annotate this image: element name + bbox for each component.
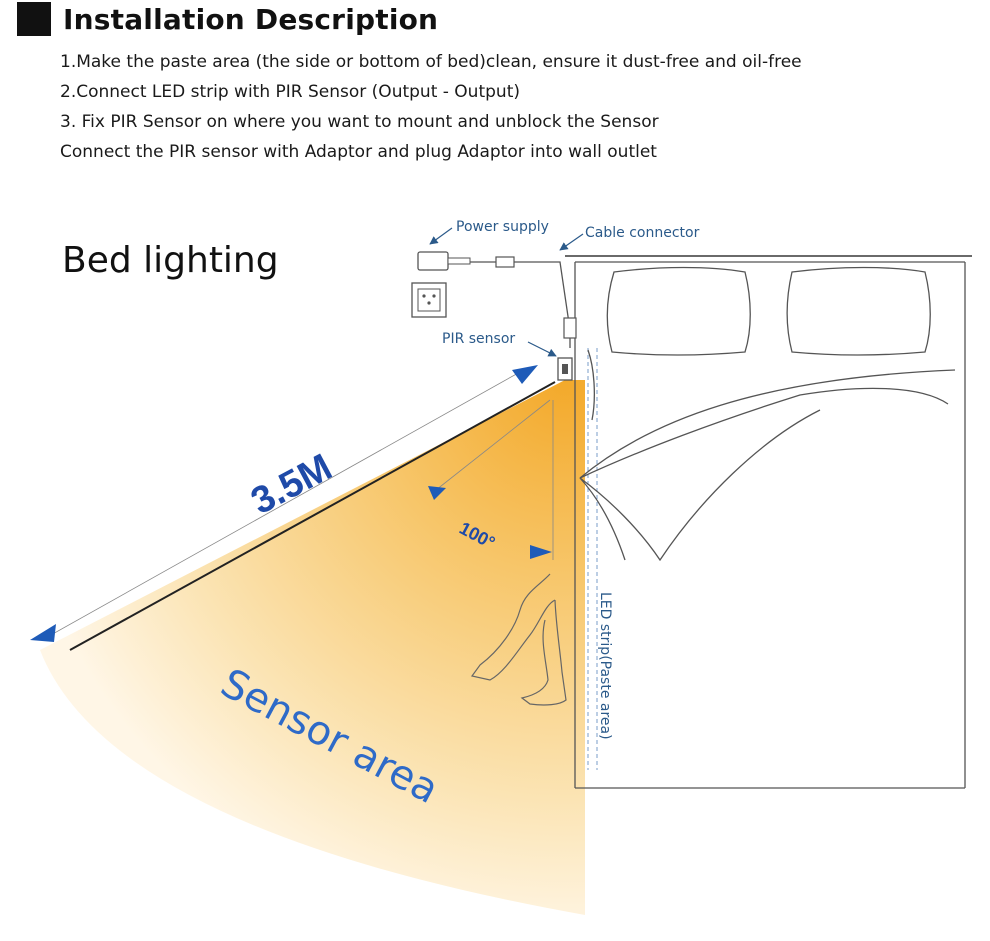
distance-arrow-bottom — [30, 624, 56, 642]
sensor-beam — [40, 380, 585, 915]
pir-sensor-pointer — [527, 341, 557, 357]
step-4: Connect the PIR sensor with Adaptor and … — [60, 142, 657, 162]
power-supply-icon — [417, 251, 471, 271]
pir-sensor-label: PIR sensor — [442, 331, 515, 347]
page-title: Installation Description — [63, 2, 439, 36]
distance-guide — [41, 371, 521, 641]
distance-line — [69, 381, 556, 651]
pir-sensor-icon — [557, 357, 573, 381]
header: Installation Description — [17, 0, 438, 38]
diagram-title: Bed lighting — [62, 240, 279, 281]
power-supply-label: Power supply — [456, 219, 549, 235]
step-3: 3. Fix PIR Sensor on where you want to m… — [60, 112, 659, 132]
cable-connector-pointer — [559, 233, 584, 251]
bed-icon — [565, 255, 972, 789]
step-2: 2.Connect LED strip with PIR Sensor (Out… — [60, 82, 520, 102]
person-legs-icon — [470, 573, 567, 706]
led-strip-label: LED strip(Paste area) — [597, 592, 613, 740]
header-bullet — [17, 2, 51, 36]
angle-arrow-left — [428, 486, 446, 500]
angle-guide-left — [435, 399, 551, 491]
cable-connector-label: Cable connector — [585, 225, 700, 241]
angle-arrow-right — [530, 545, 552, 559]
step-1: 1.Make the paste area (the side or botto… — [60, 52, 802, 72]
installation-steps: 1.Make the paste area (the side or botto… — [60, 47, 802, 167]
wall-outlet-icon — [411, 282, 447, 318]
distance-arrow-top — [512, 365, 538, 384]
cable-connector-icon — [495, 256, 577, 339]
power-supply-pointer — [429, 227, 453, 245]
